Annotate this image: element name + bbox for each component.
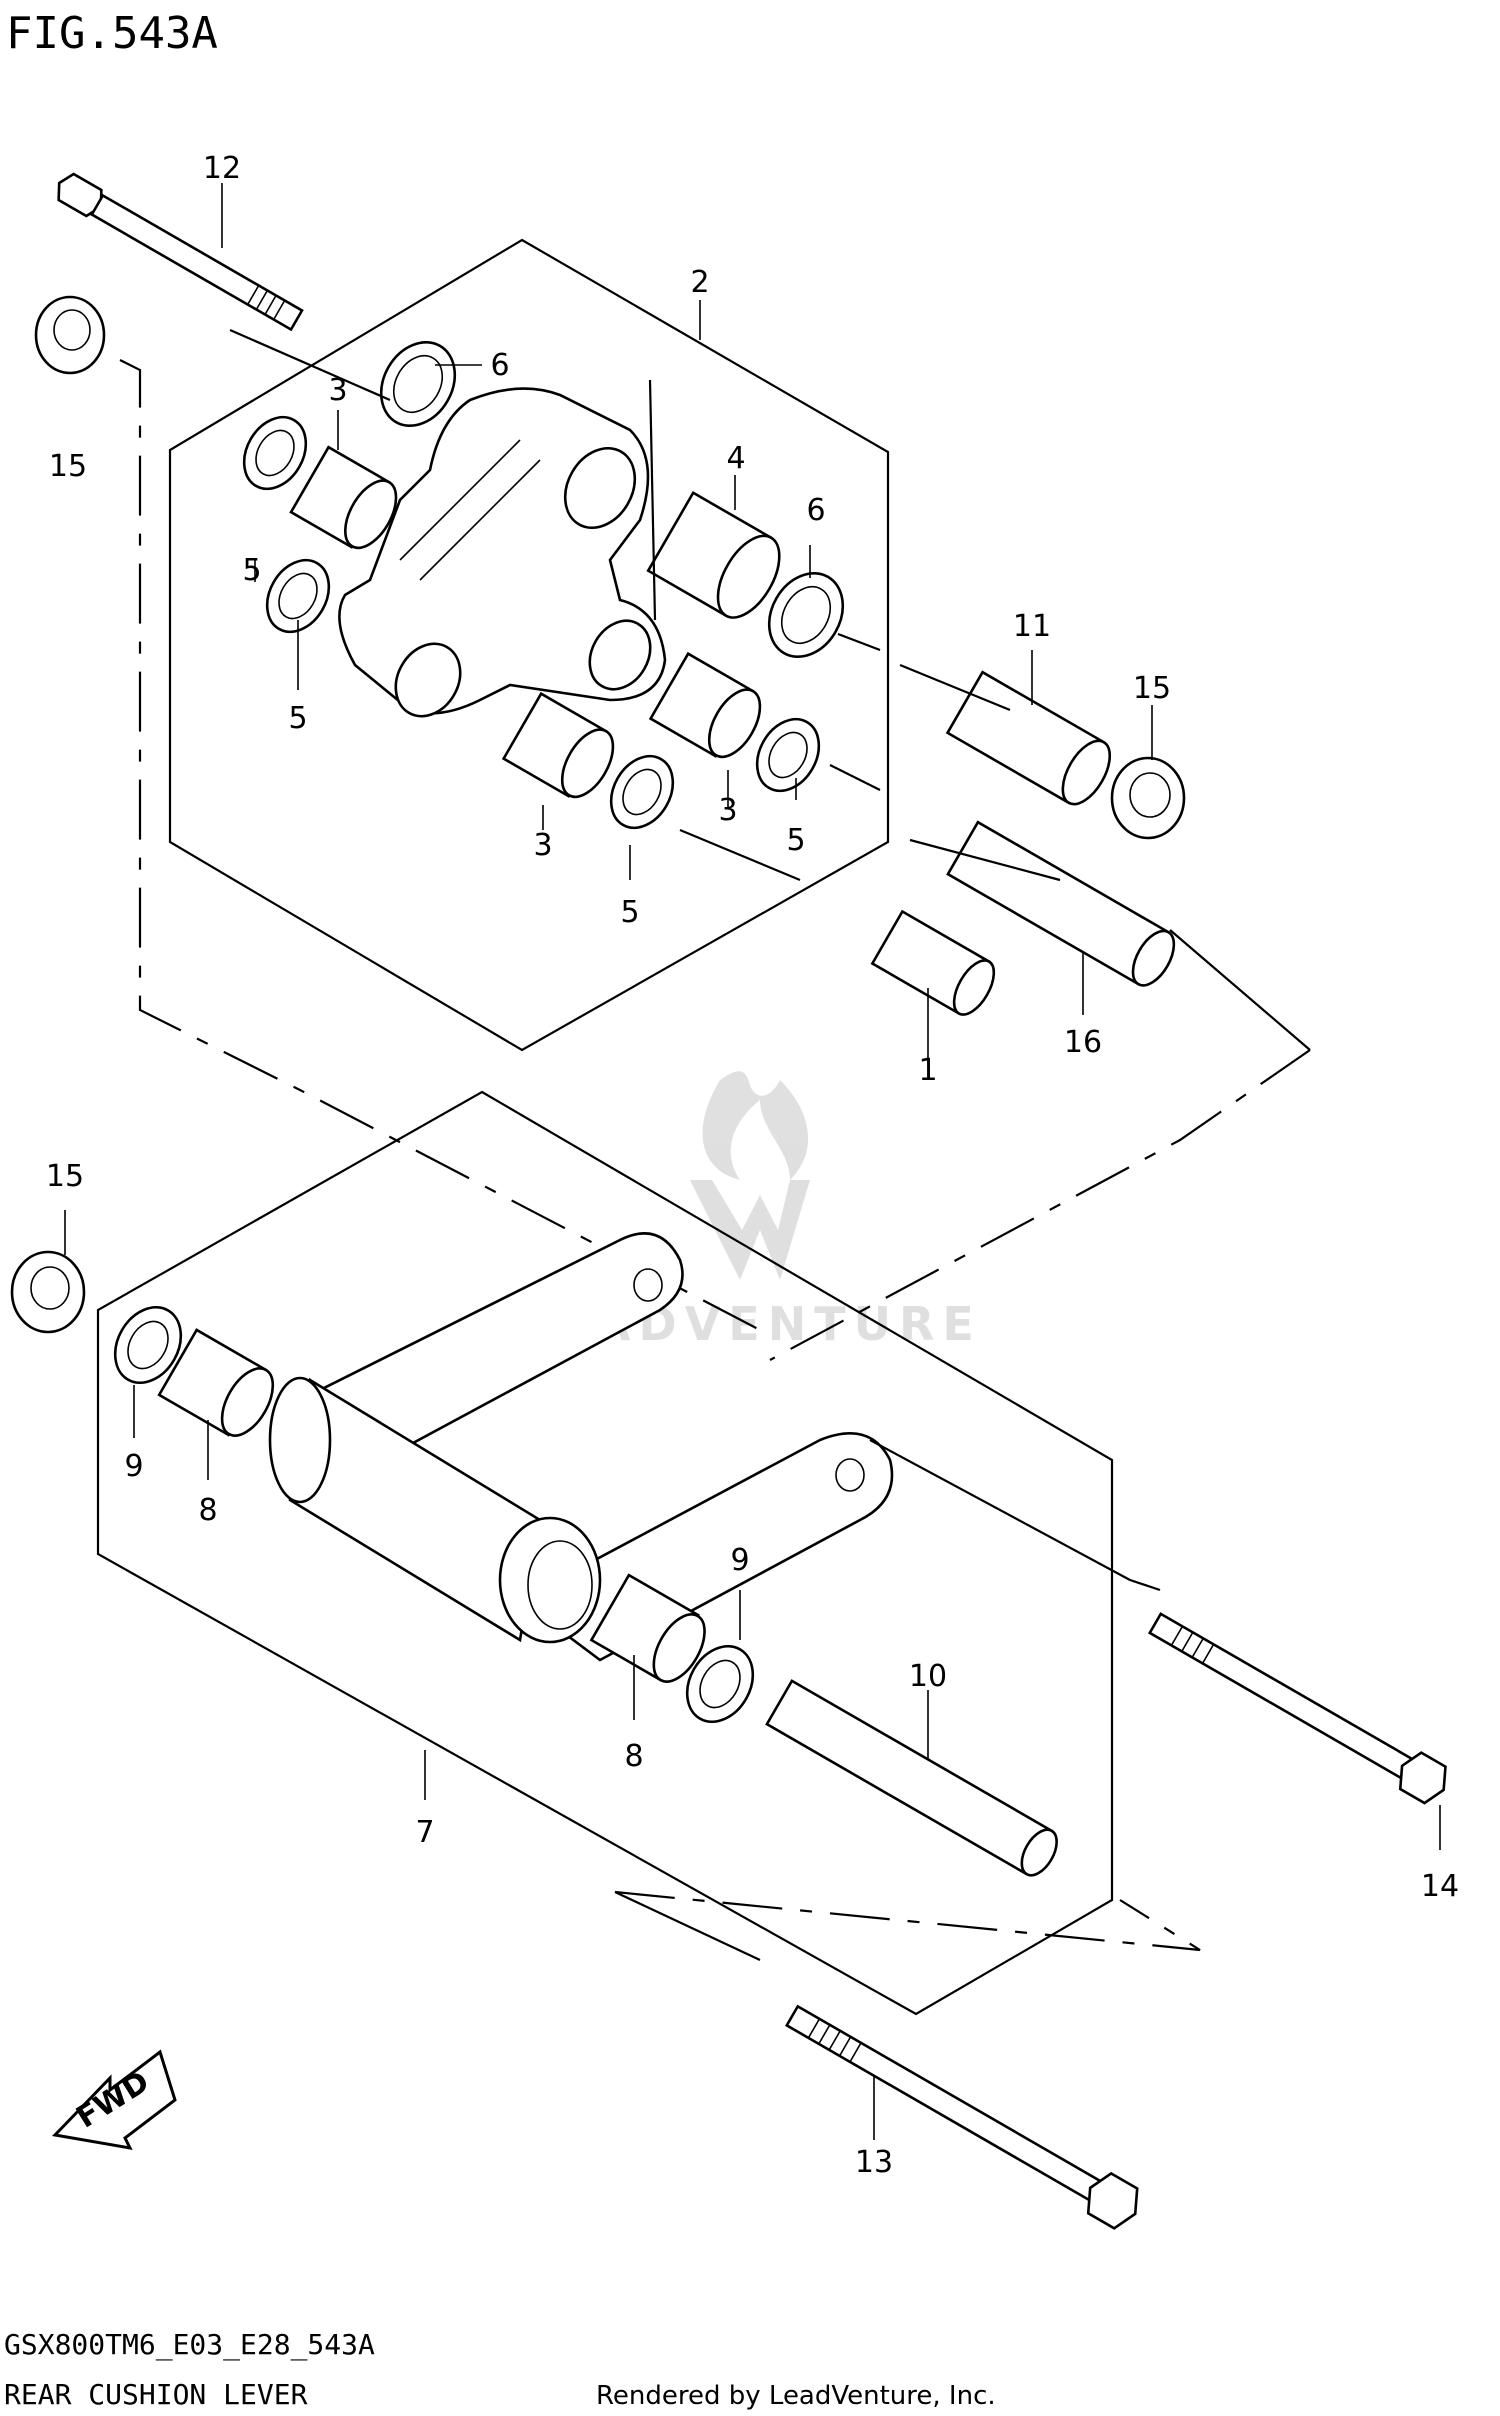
part-5-seal-b <box>265 558 331 634</box>
part-6-oil-seal-top <box>379 340 457 428</box>
fwd-arrow-icon: FWD <box>51 2049 177 2150</box>
group-frame-upper <box>168 238 890 1052</box>
part-6-oil-seal-right <box>767 571 845 659</box>
part-14-bolt <box>1147 1612 1447 1805</box>
callout-15-top: 15 <box>49 449 87 484</box>
part-3-bearing-b <box>648 651 762 759</box>
callout-8-left: 8 <box>198 1493 217 1528</box>
callout-4: 4 <box>726 441 745 476</box>
callout-5-a: 5 <box>242 553 261 588</box>
part-3-bearing-c <box>501 691 615 799</box>
section-name: REAR CUSHION LEVER <box>4 2378 308 2411</box>
callout-9-right: 9 <box>730 1543 749 1578</box>
callout-12: 12 <box>203 151 241 186</box>
part-10-spacer-shaft <box>765 1679 1058 1877</box>
part-5-seal-a <box>242 415 308 491</box>
callout-11: 11 <box>1013 609 1051 644</box>
callout-7: 7 <box>415 1815 434 1850</box>
callout-1: 1 <box>918 1053 937 1088</box>
part-4-bearing <box>646 490 781 619</box>
part-8-bearing-right <box>589 1573 706 1683</box>
callout-10: 10 <box>909 1659 947 1694</box>
callout-8-right: 8 <box>624 1739 643 1774</box>
callout-9-left: 9 <box>124 1449 143 1484</box>
callout-3-a: 3 <box>328 373 347 408</box>
callout-16: 16 <box>1064 1025 1102 1060</box>
model-code: GSX800TM6_E03_E28_543A <box>4 2328 375 2362</box>
callout-3-c: 3 <box>533 828 552 863</box>
render-credit: Rendered by LeadVenture, Inc. <box>596 2381 996 2411</box>
part-5-seal-c <box>755 717 821 793</box>
callout-6-top: 6 <box>490 348 509 383</box>
fig-title: FIG.543A <box>6 8 218 59</box>
part-3-bearing-a <box>289 445 398 550</box>
callout-13: 13 <box>855 2145 893 2180</box>
callout-3-b: 3 <box>718 793 737 828</box>
group-frame-lower <box>96 1090 1114 2016</box>
part-9-seal-right <box>685 1644 755 1724</box>
part-5-seal-d <box>609 754 675 830</box>
part-11-spacer <box>945 670 1112 806</box>
part-15-nut-left-lower <box>10 1250 86 1334</box>
part-1-collar <box>870 909 996 1016</box>
callout-15-right: 15 <box>1133 671 1171 706</box>
part-16-spacer <box>946 820 1176 987</box>
part-12-bolt <box>57 172 304 332</box>
callout-5-d: 5 <box>620 895 639 930</box>
part-15-nut-right <box>1110 756 1186 840</box>
callout-5-b: 5 <box>288 701 307 736</box>
part-13-bolt <box>784 2004 1139 2230</box>
part-9-seal-left <box>113 1305 183 1385</box>
part-15-nut-top-left <box>34 295 106 375</box>
part-2-cushion-rod <box>338 387 667 718</box>
callout-2: 2 <box>690 265 709 300</box>
callout-5-c: 5 <box>786 823 805 858</box>
callout-6-right: 6 <box>806 493 825 528</box>
v-logo-icon <box>690 1180 810 1280</box>
callout-14: 14 <box>1421 1869 1459 1904</box>
flame-logo-icon <box>702 1071 809 1180</box>
part-8-bearing-left <box>157 1328 275 1437</box>
callout-15-left: 15 <box>46 1159 84 1194</box>
